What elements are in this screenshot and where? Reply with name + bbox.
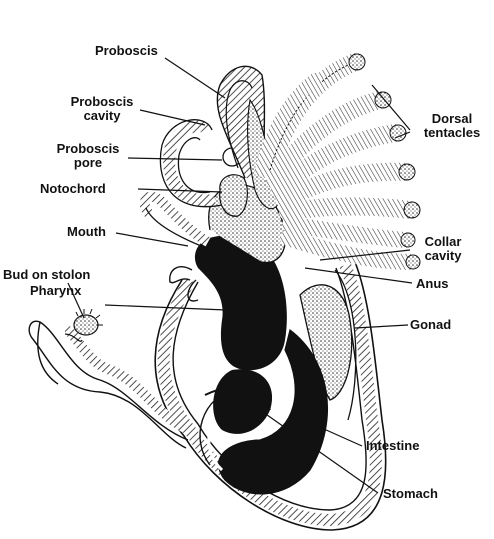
dorsal-tentacles — [262, 54, 420, 269]
label-proboscis-cavity-line2: cavity — [60, 109, 144, 123]
leader-proboscis — [165, 58, 225, 98]
label-stomach: Stomach — [383, 487, 438, 501]
label-bud-on-stolon: Bud on stolon — [3, 268, 90, 282]
label-anus: Anus — [416, 277, 449, 291]
label-dorsal-tentacles: Dorsal tentacles — [412, 112, 492, 140]
label-notochord: Notochord — [40, 182, 106, 196]
label-gonad: Gonad — [410, 318, 451, 332]
label-collar-cavity-line1: Collar — [408, 235, 478, 249]
label-proboscis-pore-line1: Proboscis — [46, 142, 130, 156]
leader-proboscis-cavity — [140, 110, 205, 125]
label-proboscis-cavity-line1: Proboscis — [60, 95, 144, 109]
notochord-shape — [220, 175, 248, 216]
label-proboscis: Proboscis — [95, 44, 158, 58]
label-collar-cavity: Collar cavity — [408, 235, 478, 263]
label-proboscis-pore: Proboscis pore — [46, 142, 130, 170]
label-mouth: Mouth — [67, 225, 106, 239]
label-pharynx: Pharynx — [30, 284, 81, 298]
label-dorsal-tentacles-line1: Dorsal — [412, 112, 492, 126]
leader-pharynx — [105, 305, 226, 310]
label-dorsal-tentacles-line2: tentacles — [412, 126, 492, 140]
label-proboscis-pore-line2: pore — [46, 156, 130, 170]
stomach-shape — [213, 369, 272, 434]
label-collar-cavity-line2: cavity — [408, 249, 478, 263]
label-intestine: Intestine — [366, 439, 419, 453]
label-proboscis-cavity: Proboscis cavity — [60, 95, 144, 123]
bud — [74, 309, 103, 335]
